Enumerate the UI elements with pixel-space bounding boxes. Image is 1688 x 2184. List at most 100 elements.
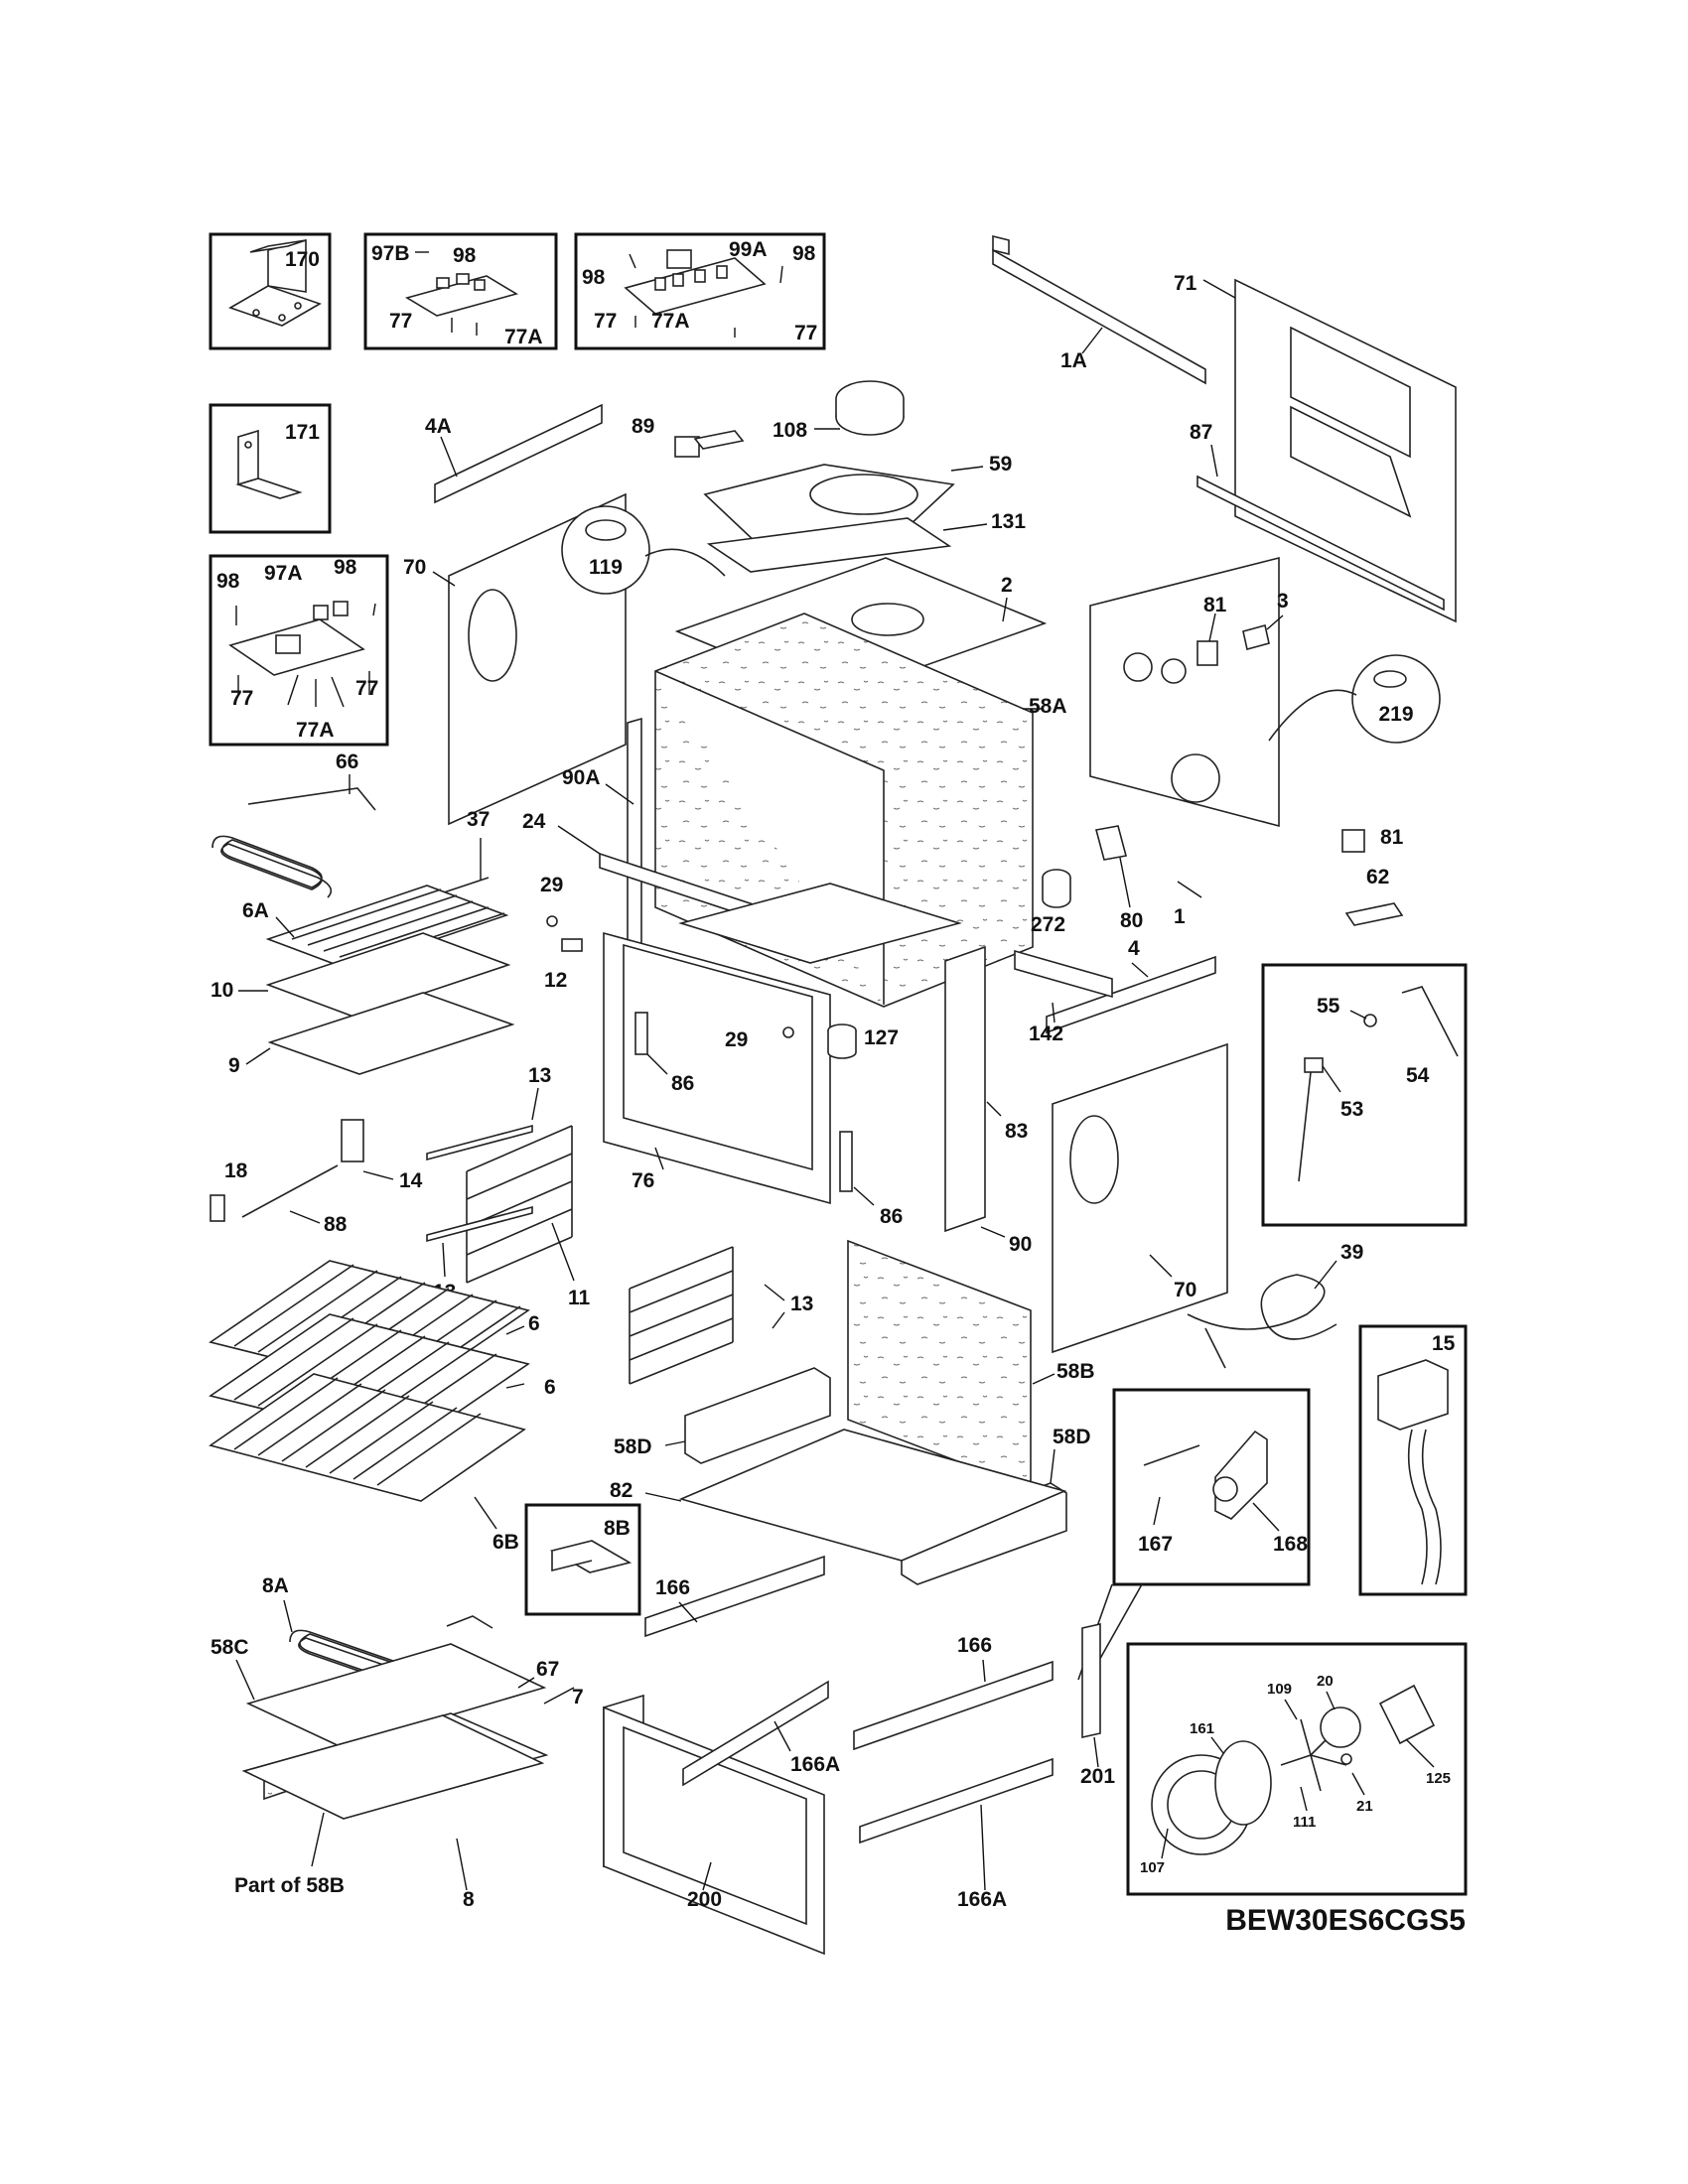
- callout-98-a: 98: [453, 244, 477, 267]
- callout-58C: 58C: [211, 1636, 249, 1659]
- callout-29-b: 29: [725, 1028, 748, 1051]
- callout-77-d: 77: [230, 687, 253, 710]
- callout-98-d: 98: [216, 570, 240, 593]
- callout-8A: 8A: [262, 1574, 289, 1597]
- callout-82: 82: [610, 1479, 633, 1502]
- callout-171: 171: [285, 421, 320, 444]
- part-1A-rail: 1A: [992, 234, 1206, 385]
- inset-box-convection-fan: 161 109 20 21 111 125 107: [1126, 1642, 1468, 1896]
- part-90-trim: 90: [980, 1226, 1032, 1256]
- callout-86-b: 86: [880, 1205, 903, 1228]
- inset-box-15: 15: [1358, 1324, 1468, 1596]
- callout-59: 59: [989, 453, 1012, 476]
- callout-12: 12: [544, 969, 567, 992]
- part-7-panel: 7: [543, 1686, 584, 1708]
- callout-125: 125: [1426, 1770, 1451, 1787]
- callout-77A-b: 77A: [651, 310, 690, 333]
- callout-2: 2: [1001, 574, 1013, 597]
- callout-71: 71: [1174, 272, 1197, 295]
- callout-70-b: 70: [1174, 1279, 1196, 1301]
- callout-58A: 58A: [1029, 695, 1067, 718]
- callout-55: 55: [1317, 995, 1340, 1018]
- callout-166-a: 166: [655, 1576, 690, 1599]
- callout-90A: 90A: [562, 766, 601, 789]
- callout-3: 3: [1277, 590, 1289, 613]
- part-119-sensor-detail: 119: [561, 505, 726, 595]
- callout-67: 67: [536, 1658, 559, 1681]
- callout-37: 37: [467, 808, 490, 831]
- part-66-broil-element: 66: [211, 751, 376, 898]
- callout-119: 119: [589, 556, 623, 579]
- part-166-slide-right: 166: [853, 1634, 1054, 1751]
- callout-77-a: 77: [389, 310, 412, 333]
- part-166A-rail-bottom: 166A: [859, 1757, 1054, 1911]
- callout-58D-a: 58D: [614, 1435, 652, 1458]
- callout-29-a: 29: [540, 874, 563, 896]
- part-70-right-side-panel: 70: [1052, 1042, 1228, 1354]
- callout-111: 111: [1293, 1814, 1316, 1831]
- inset-box-control-board: 97A 98 98 77 77 77A: [209, 554, 389, 747]
- callout-99A: 99A: [729, 238, 768, 261]
- callout-219: 219: [1378, 703, 1413, 726]
- callout-127: 127: [864, 1026, 899, 1049]
- part-88-rod: 88: [241, 1164, 348, 1236]
- callout-10: 10: [211, 979, 233, 1002]
- part-11-rack-guide-left: 11: [466, 1125, 591, 1309]
- part-3-clip: 3: [1242, 590, 1289, 650]
- callout-77A-a: 77A: [504, 326, 543, 348]
- callout-168: 168: [1273, 1533, 1308, 1556]
- part-11-rack-guide-right: [629, 1246, 734, 1385]
- callout-81-a: 81: [1203, 594, 1227, 616]
- callout-62: 62: [1366, 866, 1389, 888]
- part-12-fastener: 12: [544, 938, 583, 992]
- callout-108: 108: [773, 419, 807, 442]
- callout-87: 87: [1190, 421, 1212, 444]
- part-39-power-cord: 39: [1187, 1241, 1363, 1369]
- inset-box-55-54-53: 55 54 53: [1261, 963, 1468, 1227]
- part-82-bottom-frame: 82: [610, 1429, 1067, 1562]
- callout-77-e: 77: [355, 677, 378, 700]
- part-37-wire: 37: [428, 808, 490, 898]
- callout-58B: 58B: [1056, 1360, 1095, 1383]
- part-9-broil-pan: 9: [228, 992, 515, 1077]
- inset-box-170: 170: [209, 232, 332, 350]
- callout-15: 15: [1432, 1332, 1456, 1355]
- part-83-panel: 83: [944, 945, 1028, 1233]
- callout-170: 170: [285, 248, 320, 271]
- callout-13-c: 13: [790, 1293, 813, 1315]
- part-67-shield: 67: [517, 1658, 559, 1689]
- part-29-screw-b: 29: [725, 1026, 794, 1051]
- part-272-cylinder: 272: [1031, 869, 1071, 936]
- callout-142: 142: [1029, 1023, 1063, 1045]
- part-58D-block-left: 58D: [614, 1367, 831, 1464]
- callout-80: 80: [1120, 909, 1143, 932]
- part-58C-insulation-pan: 58C: [211, 1636, 547, 1748]
- callout-8B: 8B: [604, 1517, 631, 1540]
- callout-1: 1: [1174, 905, 1186, 928]
- callout-9: 9: [228, 1054, 240, 1077]
- part-1-rear-frame-callout: 1: [1174, 881, 1202, 928]
- part-89-thermostat: 89: [632, 415, 745, 458]
- callout-131: 131: [991, 510, 1026, 533]
- part-166-slide-left: 166: [644, 1555, 825, 1638]
- callout-161: 161: [1190, 1720, 1214, 1737]
- callout-53: 53: [1340, 1098, 1363, 1121]
- part-4-rail: 4: [1046, 937, 1216, 1034]
- part-200-drawer-front: 200: [603, 1694, 825, 1956]
- part-13-rack-guide-c: 13: [764, 1284, 813, 1329]
- callout-18: 18: [224, 1160, 248, 1182]
- part-8-bottom-panel: 8: [241, 1714, 545, 1911]
- part-6B-rack-bottom: 6B: [209, 1373, 526, 1554]
- part-13-rack-guide-a: 13: [426, 1064, 551, 1161]
- callout-54: 54: [1406, 1064, 1430, 1087]
- callout-272: 272: [1031, 913, 1065, 936]
- part-71-rear-panel: 71: [1174, 272, 1457, 623]
- part-81-lower-bracket: 81: [1341, 826, 1404, 853]
- part-201-post: 201: [1080, 1623, 1115, 1788]
- part-6A-broil-rack: 6A: [242, 885, 509, 970]
- part-80-bracket: 80: [1095, 825, 1143, 932]
- callout-200: 200: [687, 1888, 722, 1911]
- callout-6-b: 6: [544, 1376, 556, 1399]
- part-10-broil-pan-insert: 10: [211, 932, 511, 1018]
- part-4A-rail: 4A: [425, 403, 603, 504]
